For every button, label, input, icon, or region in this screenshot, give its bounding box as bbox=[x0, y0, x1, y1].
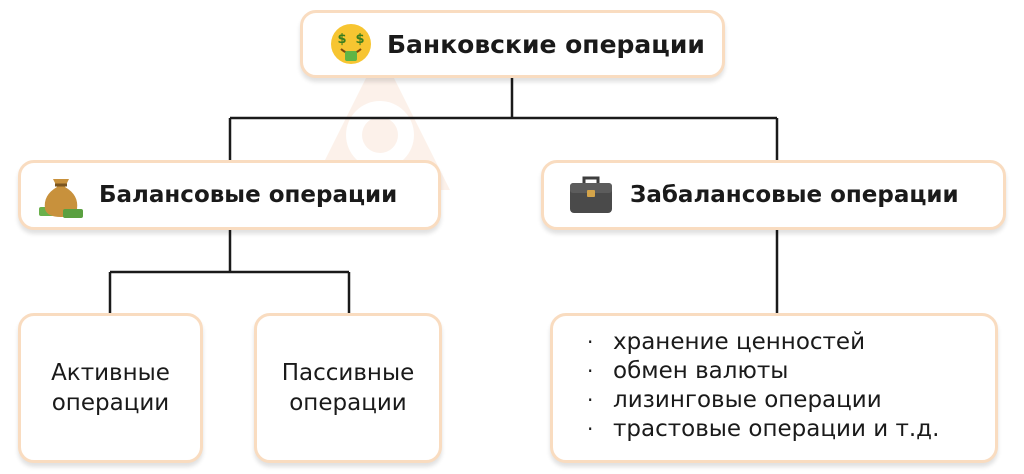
briefcase-icon bbox=[570, 176, 612, 213]
active-node: Активные операции bbox=[18, 313, 203, 463]
active-line-1: Активные bbox=[51, 360, 170, 386]
bullet: · bbox=[587, 388, 594, 412]
list-item-text: лизинговые операции bbox=[613, 387, 882, 413]
list-item: · обмен валюты bbox=[587, 357, 939, 386]
list-item-text: хранение ценностей bbox=[613, 329, 866, 355]
svg-text:$: $ bbox=[355, 32, 364, 47]
bullet: · bbox=[587, 359, 594, 383]
bullet: · bbox=[587, 330, 594, 354]
money-mouth-face-icon: $ $ bbox=[331, 24, 371, 64]
off-balance-list: · хранение ценностей · обмен валюты · лизин… bbox=[587, 328, 939, 444]
off-balance-list-node: · хранение ценностей · обмен валюты · лизин… bbox=[550, 313, 998, 463]
balance-node: Балансовые операции bbox=[18, 160, 441, 230]
svg-text:$: $ bbox=[337, 32, 346, 47]
passive-node: Пассивные операции bbox=[254, 313, 442, 463]
balance-title: Балансовые операции bbox=[99, 182, 398, 208]
list-item-text: трастовые операции и т.д. bbox=[613, 416, 940, 442]
off-balance-title: Забалансовые операции bbox=[630, 182, 959, 208]
active-line-2: операции bbox=[51, 390, 170, 416]
off-balance-node: Забалансовые операции bbox=[541, 160, 1006, 230]
passive-line-2: операции bbox=[289, 390, 407, 416]
list-item: · лизинговые операции bbox=[587, 386, 939, 415]
passive-line-1: Пассивные bbox=[281, 360, 415, 386]
list-item-text: обмен валюты bbox=[613, 358, 789, 384]
money-bag-icon bbox=[39, 179, 83, 218]
list-item: · хранение ценностей bbox=[587, 328, 939, 357]
root-node: $ $ Банковские операции bbox=[300, 10, 725, 78]
bullet: · bbox=[587, 417, 594, 441]
list-item: · трастовые операции и т.д. bbox=[587, 415, 939, 444]
root-title: Банковские операции bbox=[387, 29, 705, 59]
